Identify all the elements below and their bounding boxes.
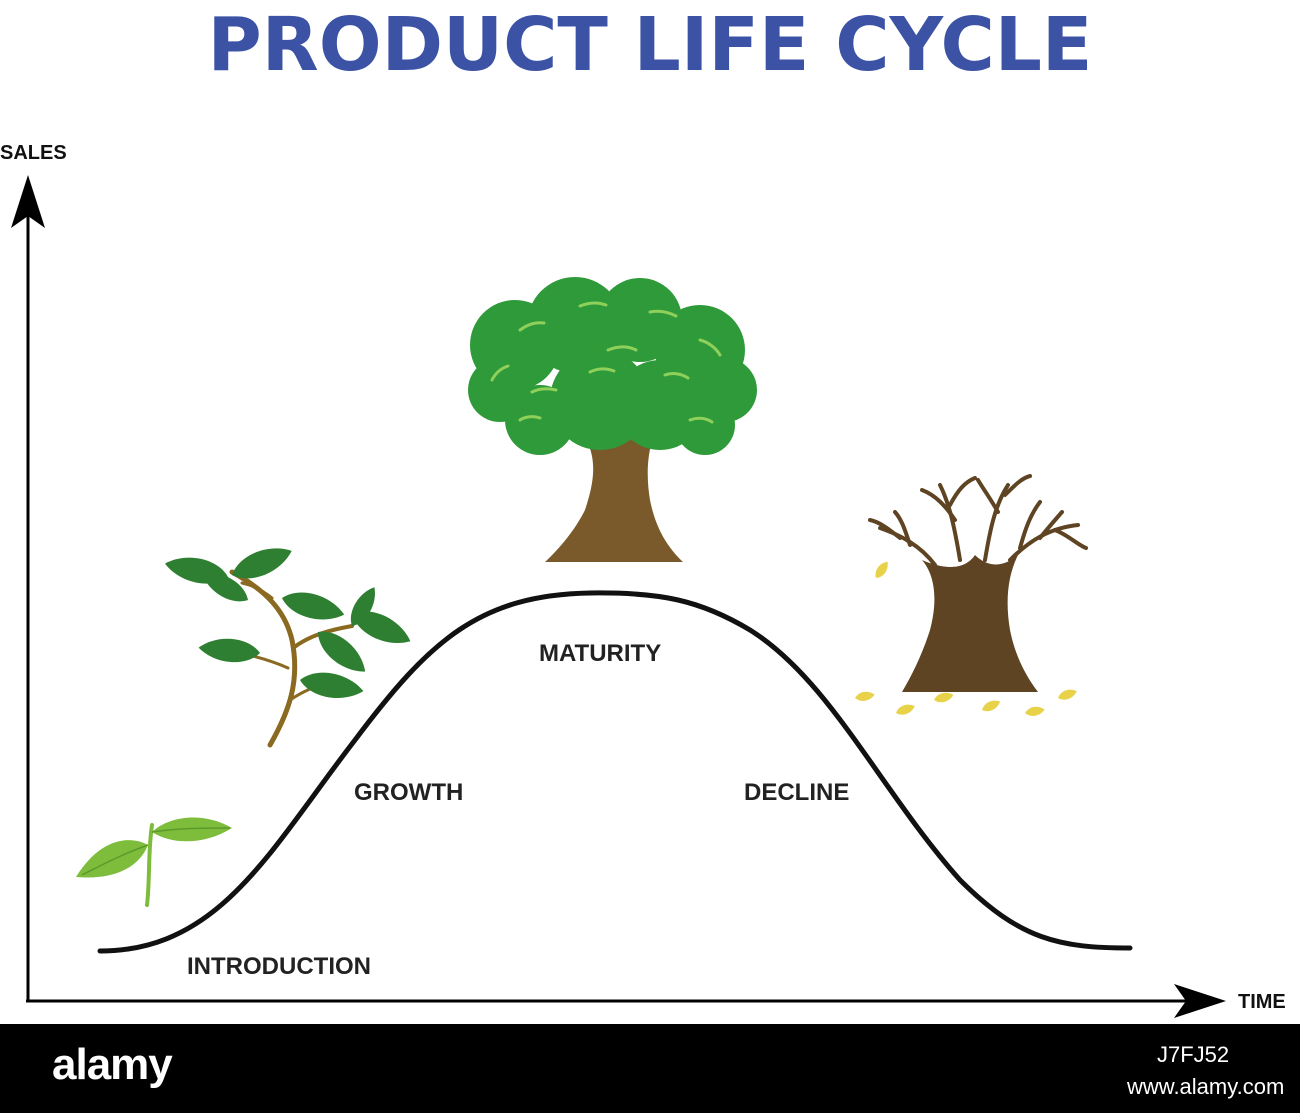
stage-label-decline: DECLINE bbox=[744, 779, 849, 806]
footer-bar bbox=[0, 1024, 1300, 1113]
life-cycle-curve bbox=[97, 590, 1133, 954]
green-tree-icon bbox=[468, 277, 757, 562]
footer-url: www.alamy.com bbox=[1127, 1074, 1285, 1099]
y-axis-label: SALES bbox=[0, 142, 67, 164]
y-axis-arrowhead bbox=[11, 175, 45, 228]
young-branch-icon bbox=[162, 539, 416, 748]
axes bbox=[11, 175, 1226, 1018]
diagram-title: PRODUCT LIFE CYCLE bbox=[207, 2, 1092, 88]
stage-label-growth: GROWTH bbox=[354, 779, 463, 806]
footer-logo: alamy bbox=[52, 1040, 173, 1089]
footer-image-id: J7FJ52 bbox=[1157, 1042, 1230, 1067]
bare-tree-icon bbox=[854, 474, 1088, 718]
stage-label-introduction: INTRODUCTION bbox=[187, 953, 371, 980]
x-axis-arrowhead bbox=[1174, 984, 1226, 1018]
stage-label-maturity: MATURITY bbox=[539, 640, 661, 667]
x-axis-label: TIME bbox=[1238, 991, 1286, 1013]
seedling-icon bbox=[76, 817, 232, 907]
